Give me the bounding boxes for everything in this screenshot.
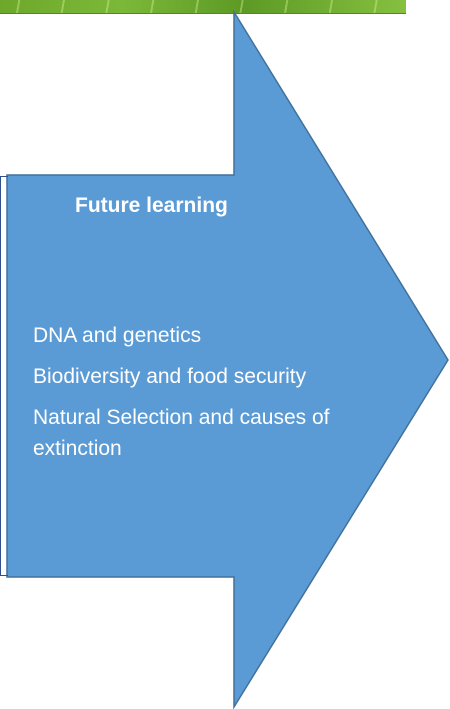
diagram-title: Future learning [75,194,228,217]
adjacent-box-edge [0,176,8,576]
list-item: Biodiversity and food security [33,365,307,388]
top-image-strip [0,0,406,14]
arrow-text-content: Future learning DNA and genetics Biodive… [33,190,333,460]
arrow-body [6,9,449,709]
learning-list: DNA and genetics Biodiversity and food s… [33,320,333,474]
list-item: Natural Selection and causes of extincti… [33,406,330,460]
list-item: DNA and genetics [33,324,202,347]
